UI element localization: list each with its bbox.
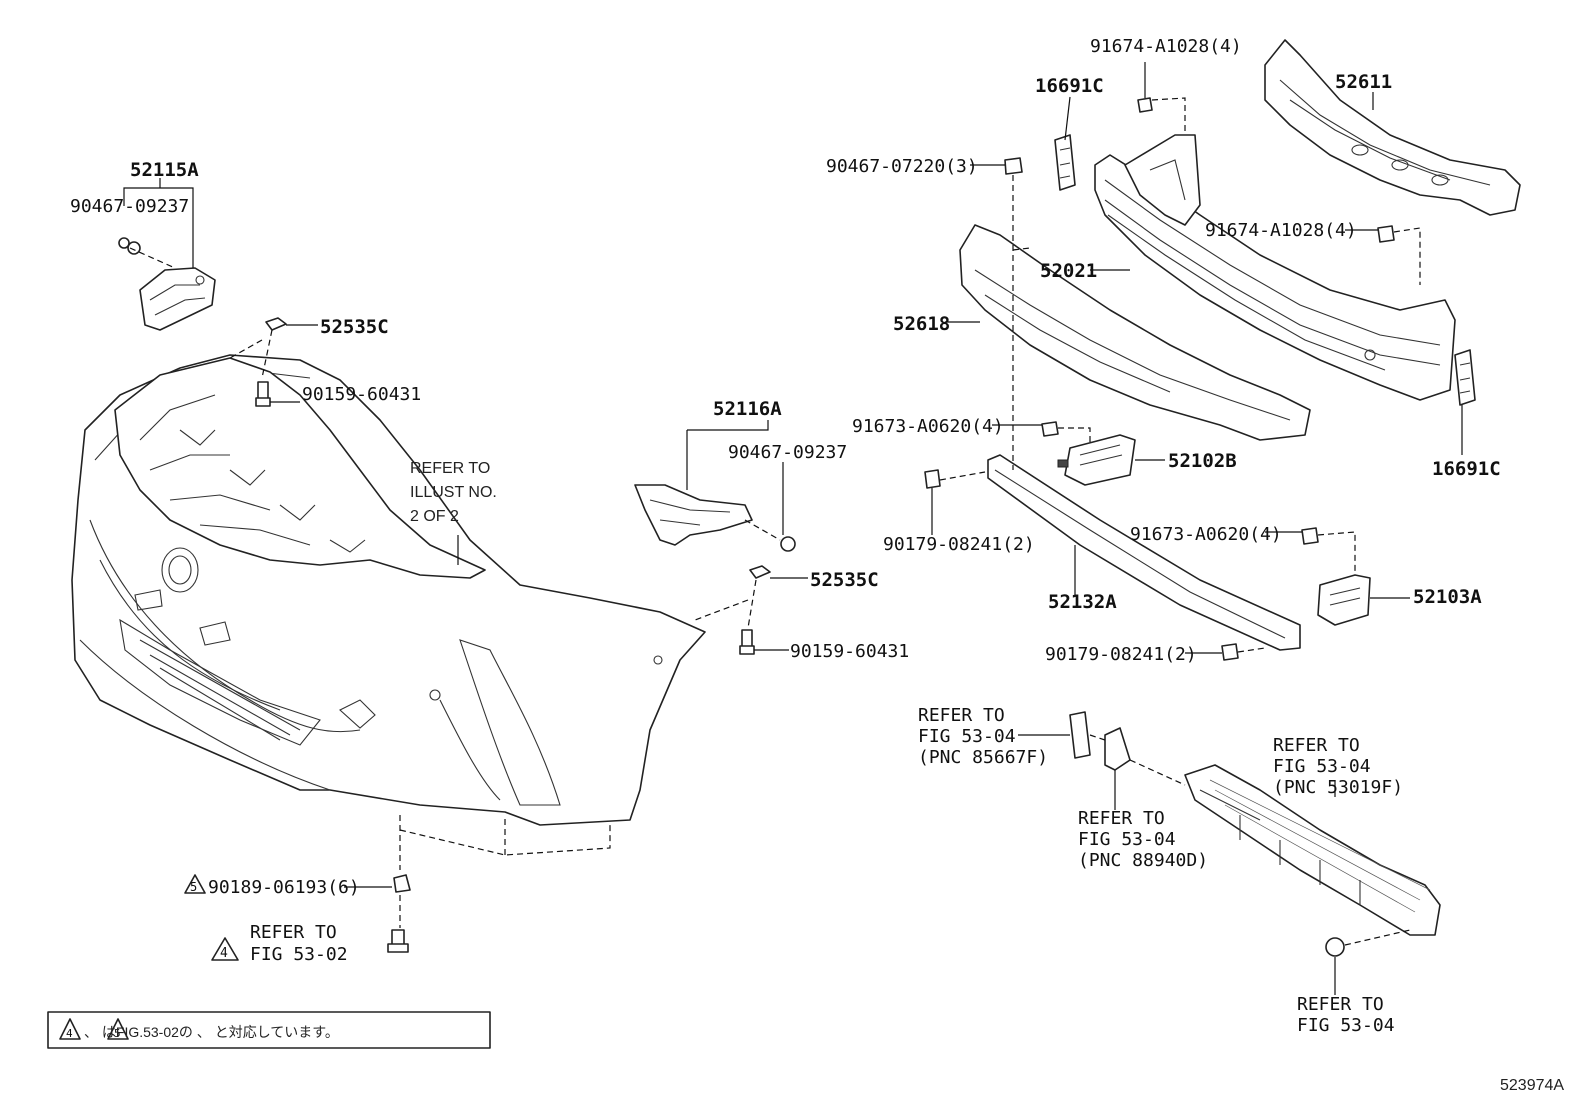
footnote-tri-4a <box>59 1018 81 1040</box>
label-91674-top: 91674-A1028(4) <box>1090 36 1242 57</box>
bumper-cover-drawing <box>71 354 706 826</box>
refer-88940D-line2: FIG 53-04 <box>1078 829 1176 850</box>
refer-fig5304-line2: FIG 53-04 <box>1297 1015 1395 1036</box>
label-52103A: 52103A <box>1413 586 1482 608</box>
refer-53019F-line2: FIG 53-04 <box>1273 756 1371 777</box>
label-90159-60431-left: 90159-60431 <box>302 384 421 405</box>
label-91673-top: 91673-A0620(4) <box>852 416 1004 437</box>
note-5-triangle <box>184 874 206 894</box>
note-4-triangle <box>211 937 239 961</box>
label-52535C-right: 52535C <box>810 569 879 591</box>
label-91674-mid: 91674-A1028(4) <box>1205 220 1357 241</box>
refer-fig5302-line2: FIG 53-02 <box>250 944 348 965</box>
label-16691C-right: 16691C <box>1432 458 1501 480</box>
label-91673-mid: 91673-A0620(4) <box>1130 524 1282 545</box>
label-16691C-top: 16691C <box>1035 75 1104 97</box>
leaders-right <box>931 62 1463 995</box>
footnote-text: 、 はFIG.53-02の 、 と対応しています。 <box>84 1024 339 1040</box>
absorber-52611 <box>1264 39 1521 216</box>
refer-fig5304-line1: REFER TO <box>1297 994 1384 1015</box>
refer-88940D-line1: REFER TO <box>1078 808 1165 829</box>
label-90189-06193: 90189-06193(6) <box>208 877 360 898</box>
bracket-52103A <box>1317 574 1371 626</box>
label-52115A: 52115A <box>130 159 199 181</box>
refer-53019F-line3: (PNC 53019F) <box>1273 777 1403 798</box>
note-5-number: 5 <box>190 880 197 894</box>
footnote-tri-4a-number: 4 <box>66 1027 73 1040</box>
label-90179-top: 90179-08241(2) <box>883 534 1035 555</box>
fasteners-right <box>924 97 1395 957</box>
leaders-left <box>123 178 808 928</box>
footnote-tri-5a-number: 5 <box>114 1027 121 1040</box>
label-52618: 52618 <box>893 313 950 335</box>
label-90467-09237-left: 90467-09237 <box>70 196 189 217</box>
refer-53019F-line1: REFER TO <box>1273 735 1360 756</box>
refer-fig5302-line1: REFER TO <box>250 922 337 943</box>
absorber-52618 <box>959 224 1311 441</box>
footnote-tri-5a <box>107 1018 129 1040</box>
label-52021: 52021 <box>1040 260 1097 282</box>
label-52535C-left: 52535C <box>320 316 389 338</box>
diagram-id: 523974A <box>1500 1077 1564 1094</box>
label-90467-07220: 90467-07220(3) <box>826 156 978 177</box>
label-52102B: 52102B <box>1168 450 1237 472</box>
label-52116A: 52116A <box>713 398 782 420</box>
refer-illust-line1: REFER TO <box>410 460 490 477</box>
label-90159-60431-right: 90159-60431 <box>790 641 909 662</box>
note-4-number: 4 <box>220 946 228 961</box>
label-90179-bot: 90179-08241(2) <box>1045 644 1197 665</box>
label-90467-09237-right: 90467-09237 <box>728 442 847 463</box>
beam-52132A <box>987 454 1301 651</box>
label-52611: 52611 <box>1335 71 1392 93</box>
reinforcement-52021 <box>1094 134 1456 401</box>
refer-85667F-line3: (PNC 85667F) <box>918 747 1048 768</box>
refer-85667F-line1: REFER TO <box>918 705 1005 726</box>
label-52132A: 52132A <box>1048 591 1117 613</box>
bracket-52102B <box>1057 434 1136 486</box>
labels: 52115A 90467-09237 52535C 90159-60431 RE… <box>47 36 1564 1094</box>
bracket-52115A <box>139 267 216 331</box>
bracket-52116A <box>634 484 753 546</box>
refer-illust-line3: 2 OF 2 <box>410 508 459 525</box>
refer-85667F-line2: FIG 53-04 <box>918 726 1016 747</box>
refer-illust-line2: ILLUST NO. <box>410 484 497 501</box>
lower-support <box>1069 711 1441 936</box>
refer-88940D-line3: (PNC 88940D) <box>1078 850 1208 871</box>
fasteners-left <box>118 237 796 953</box>
